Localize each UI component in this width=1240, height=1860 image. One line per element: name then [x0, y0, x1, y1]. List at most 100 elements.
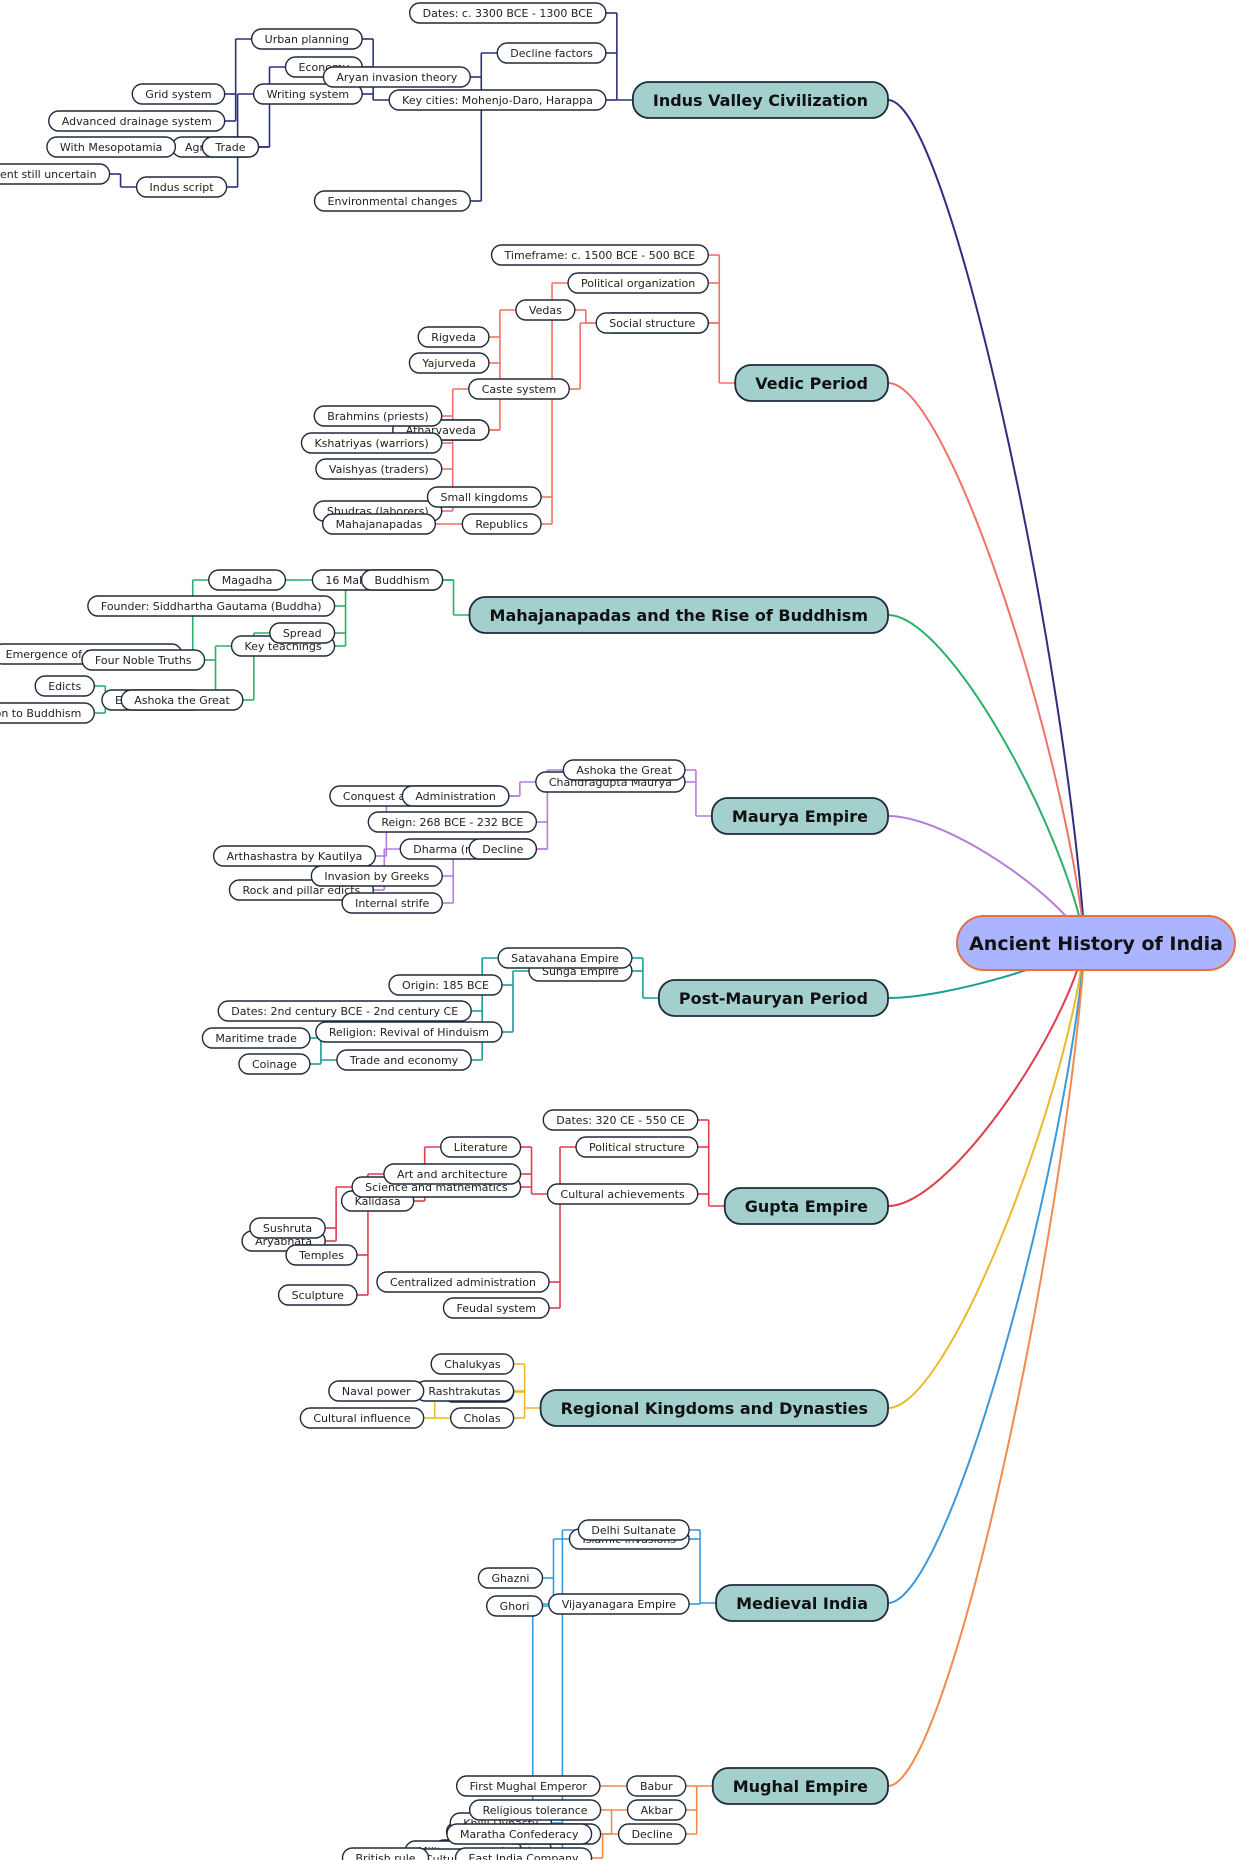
node-art-and-architecture[interactable]: Art and architecture — [383, 1163, 522, 1185]
node-coinage[interactable]: Coinage — [238, 1053, 311, 1075]
node-timeframe-c-1500-bce-500-bce[interactable]: Timeframe: c. 1500 BCE - 500 BCE — [490, 244, 709, 266]
node-centralized-administration[interactable]: Centralized administration — [376, 1271, 550, 1293]
node-four-noble-truths[interactable]: Four Noble Truths — [81, 649, 206, 671]
node-religion-revival-of-hinduism[interactable]: Religion: Revival of Hinduism — [315, 1021, 503, 1043]
node-british-rule[interactable]: British rule — [341, 1847, 430, 1860]
node-magadha[interactable]: Magadha — [208, 569, 287, 591]
node-maratha-confederacy[interactable]: Maratha Confederacy — [446, 1823, 593, 1845]
node-social-structure[interactable]: Social structure — [595, 312, 709, 334]
node-decline[interactable]: Decline — [468, 838, 538, 860]
connector-maurya-empire — [684, 769, 712, 817]
node-origin-185-bce[interactable]: Origin: 185 BCE — [388, 974, 503, 996]
node-urban-planning[interactable]: Urban planning — [250, 28, 363, 50]
node-east-india-company[interactable]: East India Company — [454, 1847, 593, 1860]
node-cultural-influence[interactable]: Cultural influence — [299, 1407, 425, 1429]
leaf-label: Social structure — [609, 317, 695, 330]
leaf-label: Grid system — [145, 88, 211, 101]
node-edicts[interactable]: Edicts — [34, 675, 95, 697]
node-political-organization[interactable]: Political organization — [567, 272, 709, 294]
node-satavahana-empire[interactable]: Satavahana Empire — [497, 947, 633, 969]
node-vaishyas-traders[interactable]: Vaishyas (traders) — [315, 458, 443, 480]
node-decipherment-still-uncertain[interactable]: Decipherment still uncertain — [0, 163, 111, 185]
node-aryan-invasion-theory[interactable]: Aryan invasion theory — [322, 66, 471, 88]
node-maritime-trade[interactable]: Maritime trade — [201, 1027, 311, 1049]
node-literature[interactable]: Literature — [439, 1136, 522, 1158]
topic-node-box — [341, 892, 443, 914]
node-trade-and-economy[interactable]: Trade and economy — [336, 1049, 472, 1071]
node-delhi-sultanate[interactable]: Delhi Sultanate — [577, 1519, 690, 1541]
node-medieval-india[interactable]: Medieval India — [715, 1584, 889, 1622]
node-sushruta[interactable]: Sushruta — [249, 1217, 326, 1239]
leaf-label: Dates: c. 3300 BCE - 1300 BCE — [423, 7, 593, 20]
node-sculpture[interactable]: Sculpture — [277, 1284, 358, 1306]
leaf-label: Writing system — [267, 88, 350, 101]
node-maurya-empire[interactable]: Maurya Empire — [711, 797, 889, 835]
node-feudal-system[interactable]: Feudal system — [442, 1297, 550, 1319]
node-cultural-achievements[interactable]: Cultural achievements — [546, 1183, 699, 1205]
node-akbar[interactable]: Akbar — [626, 1799, 687, 1821]
leaf-label: Urban planning — [265, 33, 350, 46]
node-writing-system[interactable]: Writing system — [252, 83, 363, 105]
node-vijayanagara-empire[interactable]: Vijayanagara Empire — [548, 1593, 690, 1615]
node-naval-power[interactable]: Naval power — [328, 1380, 425, 1402]
topic-node-box — [468, 378, 570, 400]
node-rashtrakutas[interactable]: Rashtrakutas — [414, 1380, 515, 1402]
node-decline[interactable]: Decline — [617, 1823, 687, 1845]
leaf-label: Mahajanapadas — [336, 518, 423, 531]
node-internal-strife[interactable]: Internal strife — [341, 892, 443, 914]
node-political-structure[interactable]: Political structure — [575, 1136, 699, 1158]
node-first-mughal-emperor[interactable]: First Mughal Emperor — [455, 1775, 601, 1797]
node-grid-system[interactable]: Grid system — [131, 83, 226, 105]
node-dates-c-3300-bce-1300-bce[interactable]: Dates: c. 3300 BCE - 1300 BCE — [408, 2, 607, 24]
node-advanced-drainage-system[interactable]: Advanced drainage system — [48, 110, 226, 132]
node-chalukyas[interactable]: Chalukyas — [430, 1353, 515, 1375]
node-conversion-to-buddhism[interactable]: Conversion to Buddhism — [0, 702, 95, 724]
leaf-label: Cultural achievements — [561, 1188, 685, 1201]
node-invasion-by-greeks[interactable]: Invasion by Greeks — [310, 865, 443, 887]
node-babur[interactable]: Babur — [626, 1775, 687, 1797]
topic-node-box — [454, 1847, 593, 1860]
node-vedic-period[interactable]: Vedic Period — [734, 364, 889, 402]
node-republics[interactable]: Republics — [461, 513, 542, 535]
node-kshatriyas-warriors[interactable]: Kshatriyas (warriors) — [300, 432, 443, 454]
node-mahajanapadas-and-the-rise-of-buddhism[interactable]: Mahajanapadas and the Rise of Buddhism — [468, 596, 889, 634]
node-arthashastra-by-kautilya[interactable]: Arthashastra by Kautilya — [212, 845, 377, 867]
node-indus-valley-civilization[interactable]: Indus Valley Civilization — [631, 81, 889, 119]
node-environmental-changes[interactable]: Environmental changes — [313, 190, 471, 212]
node-with-mesopotamia[interactable]: With Mesopotamia — [46, 136, 177, 158]
node-ashoka-the-great[interactable]: Ashoka the Great — [120, 689, 244, 711]
node-cholas[interactable]: Cholas — [449, 1407, 515, 1429]
node-spread[interactable]: Spread — [269, 622, 336, 644]
node-gupta-empire[interactable]: Gupta Empire — [723, 1187, 889, 1225]
node-indus-script[interactable]: Indus script — [135, 176, 228, 198]
node-vedas[interactable]: Vedas — [515, 299, 576, 321]
node-mahajanapadas[interactable]: Mahajanapadas — [321, 513, 437, 535]
node-rigveda[interactable]: Rigveda — [417, 326, 490, 348]
node-founder-siddhartha-gautama-buddha[interactable]: Founder: Siddhartha Gautama (Buddha) — [87, 595, 336, 617]
node-buddhism[interactable]: Buddhism — [360, 569, 444, 591]
node-post-mauryan-period[interactable]: Post-Mauryan Period — [657, 979, 889, 1017]
node-religious-tolerance[interactable]: Religious tolerance — [468, 1799, 602, 1821]
node-trade[interactable]: Trade — [201, 136, 260, 158]
node-regional-kingdoms-and-dynasties[interactable]: Regional Kingdoms and Dynasties — [539, 1389, 889, 1427]
node-dates-320-ce-550-ce[interactable]: Dates: 320 CE - 550 CE — [542, 1109, 699, 1131]
node-mughal-empire[interactable]: Mughal Empire — [711, 1767, 889, 1805]
node-key-cities-mohenjo-daro-harappa[interactable]: Key cities: Mohenjo-Daro, Harappa — [388, 89, 607, 111]
node-ashoka-the-great[interactable]: Ashoka the Great — [562, 759, 686, 781]
node-yajurveda[interactable]: Yajurveda — [408, 352, 490, 374]
node-brahmins-priests[interactable]: Brahmins (priests) — [313, 405, 443, 427]
topic-node-box — [313, 405, 443, 427]
node-caste-system[interactable]: Caste system — [468, 378, 570, 400]
topic-node-box — [135, 176, 228, 198]
node-ghori[interactable]: Ghori — [485, 1595, 544, 1617]
node-ghazni[interactable]: Ghazni — [477, 1567, 544, 1589]
node-rock-and-pillar-edicts[interactable]: Rock and pillar edicts — [228, 879, 374, 901]
node-decline-factors[interactable]: Decline factors — [496, 42, 607, 64]
node-temples[interactable]: Temples — [285, 1244, 358, 1266]
node-ancient-history-of-india[interactable]: Ancient History of India — [956, 915, 1236, 971]
node-administration[interactable]: Administration — [401, 785, 510, 807]
connector-vedic-period — [708, 254, 736, 384]
node-small-kingdoms[interactable]: Small kingdoms — [426, 486, 542, 508]
node-reign-268-bce-232-bce[interactable]: Reign: 268 BCE - 232 BCE — [367, 811, 538, 833]
node-dates-2nd-century-bce-2nd-century-ce[interactable]: Dates: 2nd century BCE - 2nd century CE — [217, 1000, 472, 1022]
